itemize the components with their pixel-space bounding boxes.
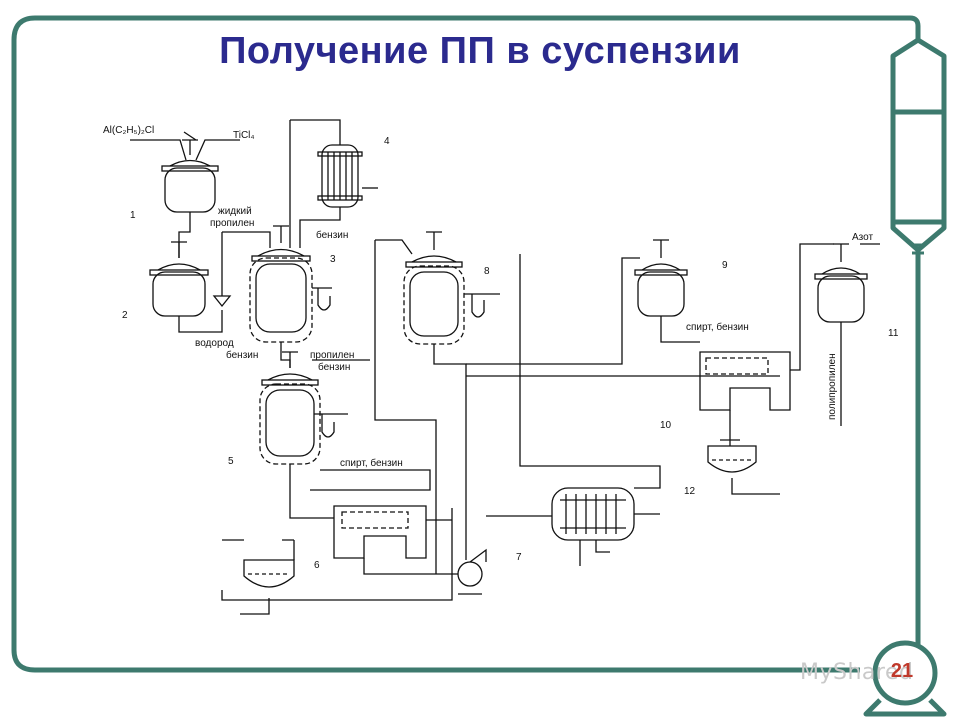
stream-labels: Al(C₂H₅)₂Cl TiCl₄ жидкий пропилен бензин… (103, 125, 873, 469)
pump-icon (872, 640, 938, 706)
unit-number-2: 2 (122, 310, 128, 321)
vessel-1 (161, 131, 219, 213)
label-benzine-out: бензин (318, 361, 350, 373)
vessel-12 (707, 445, 757, 473)
unit-number-6: 6 (314, 560, 320, 571)
column-section-lines (893, 109, 944, 225)
pump (457, 548, 487, 595)
pump-base (863, 620, 947, 717)
unit-numbers: 1 2 3 4 5 6 7 8 9 10 11 12 (122, 136, 899, 571)
label-alcl: Al(C₂H₅)₂Cl (103, 125, 154, 136)
label-propylene-out: пропилен (310, 350, 354, 361)
unit-number-10: 10 (660, 420, 672, 431)
unit-number-9: 9 (722, 260, 728, 271)
label-spirit-benzine-right: спирт, бензин (686, 321, 749, 333)
label-propylene-liquid: пропилен (210, 218, 254, 229)
centrifuge-6 (333, 505, 427, 559)
slide-title: Получение ПП в суспензии (219, 30, 741, 72)
vessel-11 (814, 243, 868, 323)
unit-number-7: 7 (516, 552, 522, 563)
label-benzine-mid: бензин (226, 349, 258, 361)
label-benzine-top: бензин (316, 229, 348, 241)
unit-number-11: 11 (888, 328, 899, 339)
frame-left-bottom-border (11, 15, 860, 673)
vessel-5 (259, 351, 321, 465)
piping (130, 119, 880, 615)
unit-number-1: 1 (130, 210, 136, 221)
frame-top-border (35, 15, 921, 40)
label-polypropylene: полипропилен (827, 353, 838, 420)
unit-number-4: 4 (384, 136, 390, 147)
label-spirit-benzine-low: спирт, бензин (340, 457, 403, 469)
vessel-9 (634, 239, 688, 317)
unit-number-5: 5 (228, 456, 234, 467)
column-flange (912, 243, 924, 255)
label-liquid: жидкий (218, 206, 252, 217)
label-nitrogen: Азот (852, 232, 873, 243)
vessel-3 (249, 225, 313, 343)
centrifuge-10 (699, 351, 791, 411)
unit-number-8: 8 (484, 266, 490, 277)
heat-exchanger-7 (551, 487, 635, 541)
label-ticl4: TiCl₄ (233, 130, 254, 141)
receiver-vessel (243, 559, 295, 588)
unit-number-3: 3 (330, 254, 336, 265)
watermark-logo: MyShared (800, 660, 914, 685)
vessel-8 (403, 231, 465, 345)
vessel-4 (317, 144, 363, 208)
page-number: 21 (890, 660, 914, 682)
unit-number-12: 12 (684, 486, 696, 497)
label-hydrogen: водород (195, 338, 234, 349)
